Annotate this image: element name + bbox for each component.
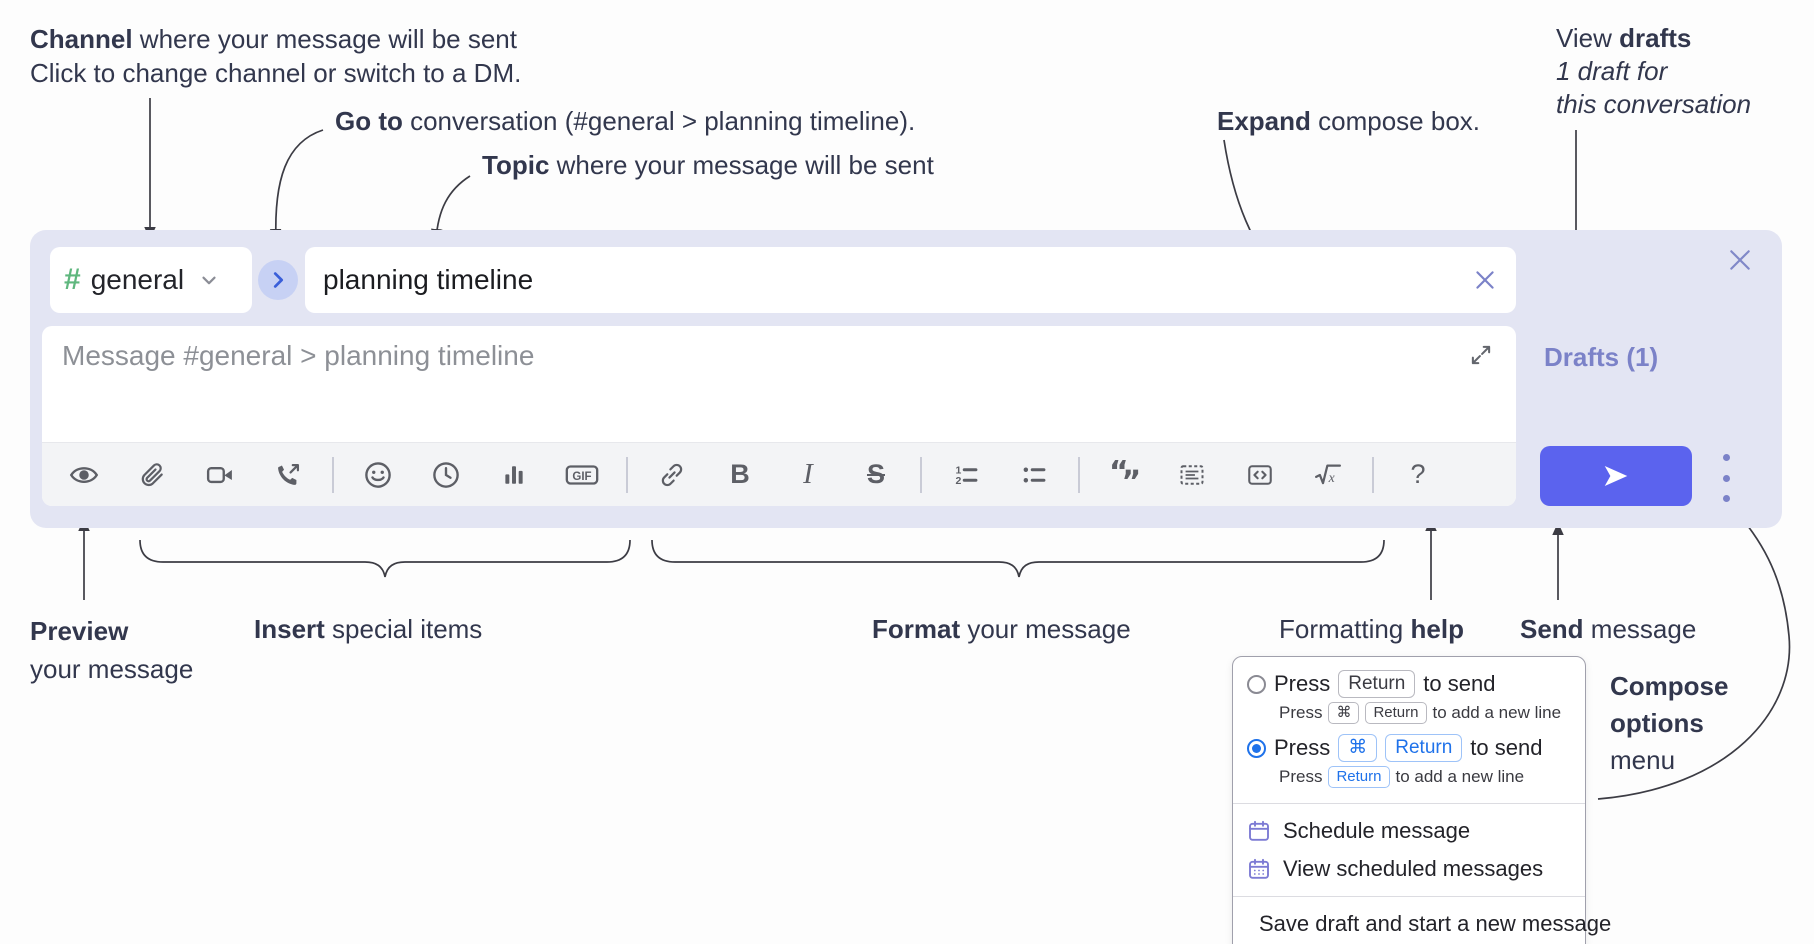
drafts-link[interactable]: Drafts (1)	[1544, 342, 1659, 372]
audio-call-icon[interactable]	[264, 451, 312, 499]
format-brace	[651, 539, 1385, 578]
svg-text:2: 2	[956, 475, 962, 487]
chevron-down-icon	[198, 269, 220, 291]
channel-selector[interactable]: # general	[50, 247, 252, 313]
goto-annotation: Go to conversation (#general > planning …	[335, 106, 916, 136]
toolbar-divider	[626, 456, 628, 493]
channel-annotation: Channel where your message will be sent	[30, 24, 517, 54]
bulleted-list-icon[interactable]	[1010, 451, 1058, 499]
close-compose-icon[interactable]	[1724, 244, 1756, 276]
go-to-conversation-button[interactable]	[258, 260, 298, 300]
insert-annotation: Insert special items	[254, 614, 483, 644]
menu-divider	[1233, 896, 1585, 897]
compose-options-menu: Press Return to send Press ⌘ Return to a…	[1232, 656, 1611, 944]
toolbar-divider	[1372, 456, 1374, 493]
message-placeholder: Message #general > planning timeline	[62, 340, 535, 371]
code-block-icon[interactable]	[1168, 451, 1216, 499]
help-icon[interactable]: ?	[1394, 451, 1442, 499]
menu-item-schedule-message[interactable]: Schedule message	[1233, 812, 1585, 850]
menu-item-save-draft[interactable]: Save draft and start a new message	[1233, 905, 1611, 943]
topic-value: planning timeline	[323, 264, 534, 295]
radio-unselected-icon[interactable]	[1247, 674, 1266, 694]
cmd-key-chip: ⌘	[1338, 734, 1378, 762]
insert-brace	[139, 539, 631, 578]
send-annotation: Send message	[1520, 614, 1697, 644]
italic-icon[interactable]: I	[784, 451, 832, 499]
topic-annotation: Topic where your message will be sent	[482, 150, 934, 180]
help-annotation: Formatting help	[1279, 614, 1464, 644]
message-area[interactable]: Message #general > planning timeline	[42, 326, 1516, 506]
emoji-icon[interactable]	[354, 451, 402, 499]
radio-selected-icon[interactable]	[1247, 738, 1266, 758]
expand-annotation: Expand compose box.	[1217, 106, 1481, 136]
strikethrough-icon[interactable]: S	[852, 451, 900, 499]
send-button[interactable]	[1540, 446, 1692, 506]
toolbar-divider	[332, 456, 334, 493]
goto-arrow	[269, 129, 324, 242]
svg-text:GIF: GIF	[572, 470, 591, 482]
menu-option-cmd-return-sub: Press Return to add a new line	[1279, 766, 1525, 788]
chevron-right-icon	[273, 272, 284, 288]
toolbar-divider	[1078, 456, 1080, 493]
channel-name: general	[90, 264, 185, 295]
format-annotation: Format your message	[872, 614, 1131, 644]
formula-icon[interactable]: x	[1304, 451, 1352, 499]
toolbar-divider	[920, 456, 922, 493]
return-key-chip: Return	[1328, 766, 1390, 788]
return-key-chip: Return	[1385, 734, 1463, 762]
attach-paperclip-icon[interactable]	[128, 451, 176, 499]
clock-icon[interactable]	[422, 451, 470, 499]
compose-options-kebab-icon[interactable]	[1716, 454, 1736, 502]
topic-input[interactable]: planning timeline	[305, 247, 1516, 313]
expand-compose-icon[interactable]	[1468, 342, 1494, 373]
poll-bar-chart-icon[interactable]	[490, 451, 538, 499]
svg-text:x: x	[1328, 469, 1335, 484]
clear-topic-icon[interactable]	[1472, 267, 1498, 293]
svg-text:1: 1	[956, 464, 962, 476]
bold-icon[interactable]: B	[716, 451, 764, 499]
formatting-toolbar: GIF B I S 12 “”	[42, 442, 1516, 506]
menu-divider	[1233, 803, 1585, 804]
link-icon[interactable]	[648, 451, 696, 499]
menu-option-cmd-return-to-send[interactable]: Press ⌘ Return to send	[1233, 731, 1585, 765]
calendar-icon	[1249, 820, 1269, 841]
menu-item-view-scheduled[interactable]: View scheduled messages	[1233, 850, 1585, 888]
compose-box: # general planning timeline Message #gen…	[30, 230, 1782, 528]
calendar-dots-icon	[1249, 858, 1269, 879]
send-plane-icon	[1604, 466, 1628, 486]
menu-option-return-sub: Press ⌘ Return to add a new line	[1279, 702, 1562, 724]
svg-text:”: ”	[1122, 464, 1140, 490]
gif-icon[interactable]: GIF	[558, 451, 606, 499]
channel-hash-icon: #	[64, 263, 81, 296]
blockquote-icon[interactable]: “”	[1100, 451, 1148, 499]
inline-code-icon[interactable]	[1236, 451, 1284, 499]
channel-annotation-sub: Click to change channel or switch to a D…	[30, 58, 522, 88]
menu-option-return-to-send[interactable]: Press Return to send	[1233, 667, 1585, 701]
video-icon[interactable]	[196, 451, 244, 499]
return-key-chip: Return	[1338, 670, 1416, 698]
view-drafts-annotation: View drafts 1 draft for this conversatio…	[1556, 23, 1752, 119]
svg-text:“: “	[1109, 460, 1129, 489]
cmd-key-chip: ⌘	[1328, 702, 1360, 724]
return-key-chip: Return	[1365, 702, 1427, 724]
preview-eye-icon[interactable]	[60, 451, 108, 499]
